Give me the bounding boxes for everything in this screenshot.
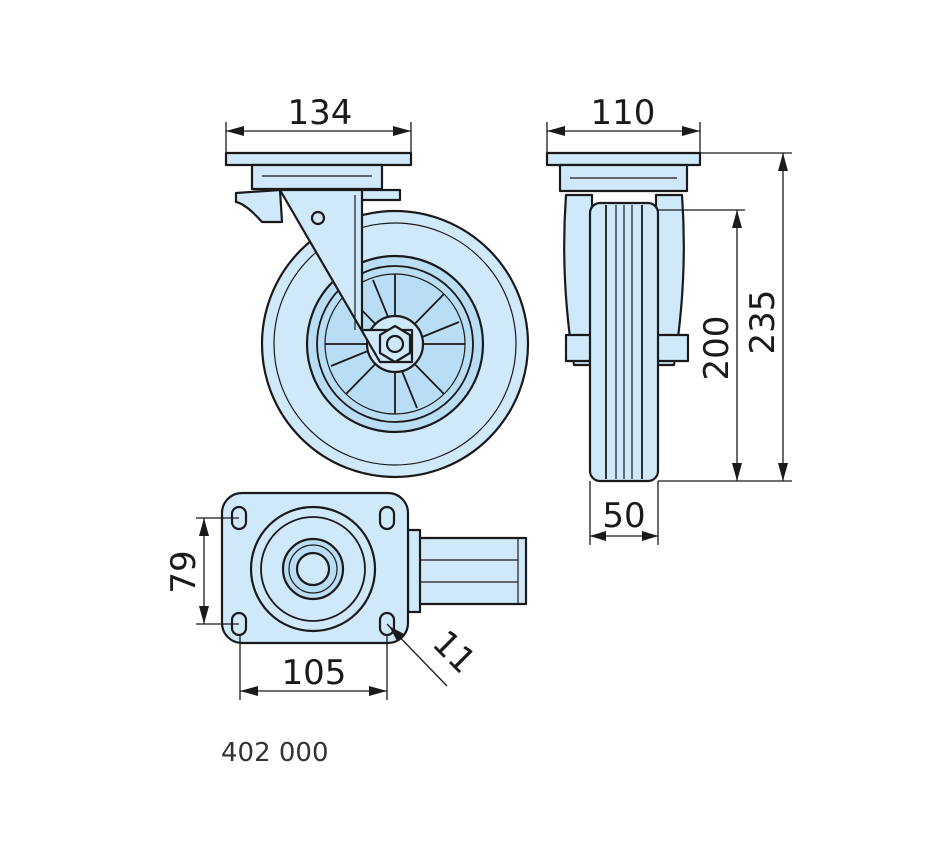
side-tire-inner (273, 222, 517, 466)
side-bearing (250, 163, 384, 191)
top-view (220, 491, 528, 645)
front-fork-right (654, 193, 685, 367)
side-axle (385, 334, 405, 354)
dim-plate-width: 134 (288, 93, 353, 133)
front-view (545, 151, 702, 483)
front-fork-left (563, 193, 594, 367)
dim-wheel-width: 50 (602, 496, 645, 536)
top-hole-tr (378, 505, 396, 531)
side-top-plate (224, 151, 413, 167)
side-brake-lever (234, 188, 284, 224)
side-view (224, 151, 530, 479)
side-rim-ring (316, 265, 474, 423)
dim-hole-spacing-y: 79 (164, 550, 204, 593)
dim-overall-height: 235 (743, 290, 783, 355)
side-rivet (310, 210, 326, 226)
side-swivel-lock (358, 188, 402, 202)
dim-hole-diameter: 11 (424, 623, 483, 682)
front-top-plate (545, 151, 702, 167)
article-number: 402 000 (221, 738, 329, 768)
side-fork (278, 188, 414, 364)
dim-wheel-diameter: 200 (697, 316, 737, 381)
dim-overall-width: 110 (591, 93, 656, 133)
dim-hole-spacing-x: 105 (282, 653, 347, 693)
dimension-lines (196, 122, 792, 700)
